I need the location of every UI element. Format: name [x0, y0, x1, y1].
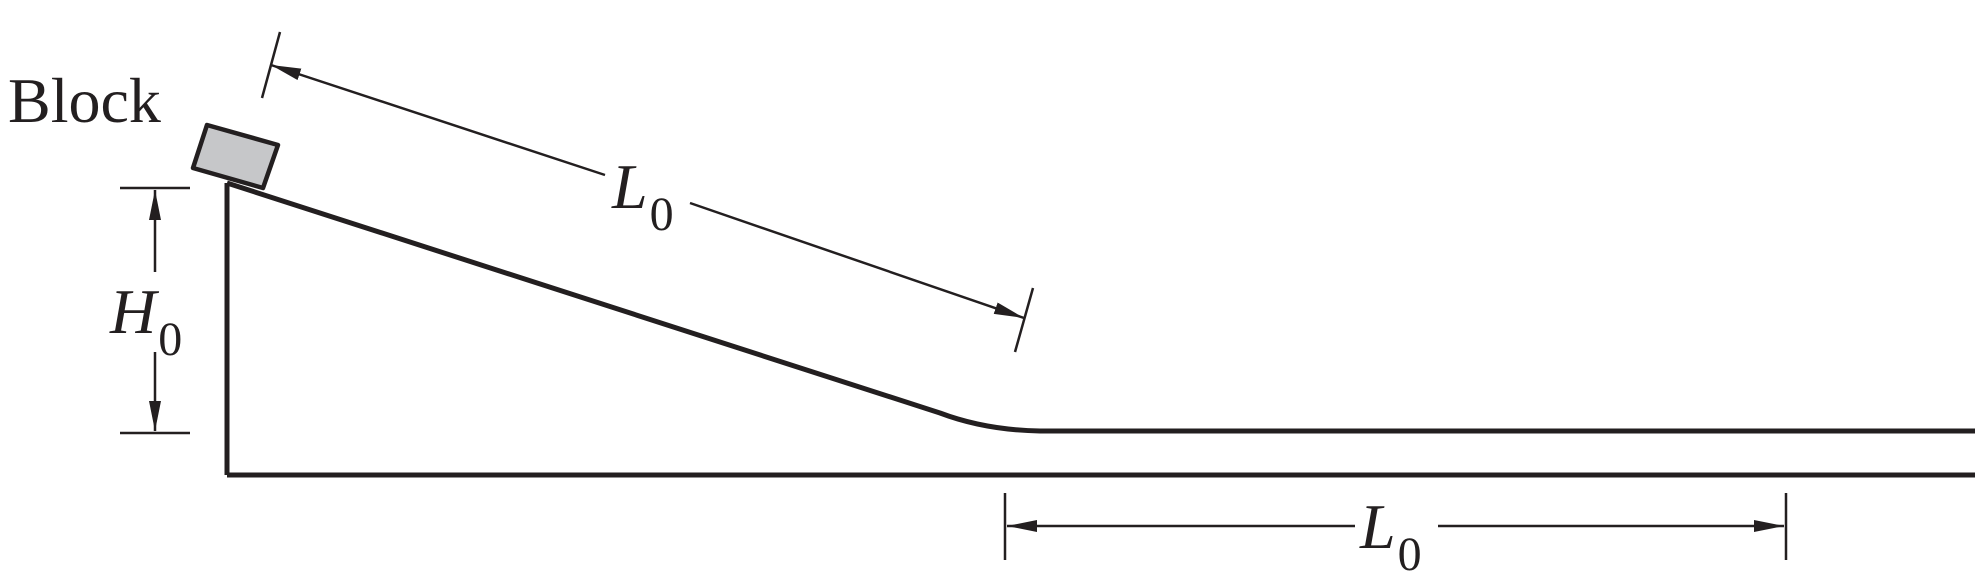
flat-length-subscript: 0 — [1398, 528, 1422, 576]
height-subscript: 0 — [158, 313, 182, 366]
height-symbol: H — [109, 276, 160, 347]
incline-length-dimension — [260, 31, 1035, 353]
height-label: H0 — [109, 276, 182, 366]
flat-length-symbol: L — [1359, 491, 1396, 562]
incline-end-tick — [1013, 287, 1035, 353]
incline-arrow-forward — [689, 201, 1025, 320]
incline-length-symbol: L — [611, 151, 648, 222]
incline-length-label: L0 — [611, 151, 674, 241]
incline-surface — [226, 180, 1975, 434]
block-label: Block — [8, 65, 161, 136]
incline-length-subscript: 0 — [650, 188, 674, 241]
block: Block — [8, 65, 281, 191]
flat-length-label: L0 — [1359, 491, 1422, 576]
ramp-structure — [224, 180, 1975, 478]
incline-start-tick — [260, 31, 282, 99]
flat-length-dimension — [1003, 493, 1788, 560]
block-shape — [190, 122, 281, 191]
height-dimension — [120, 186, 190, 435]
incline-arrow-back — [270, 63, 606, 177]
